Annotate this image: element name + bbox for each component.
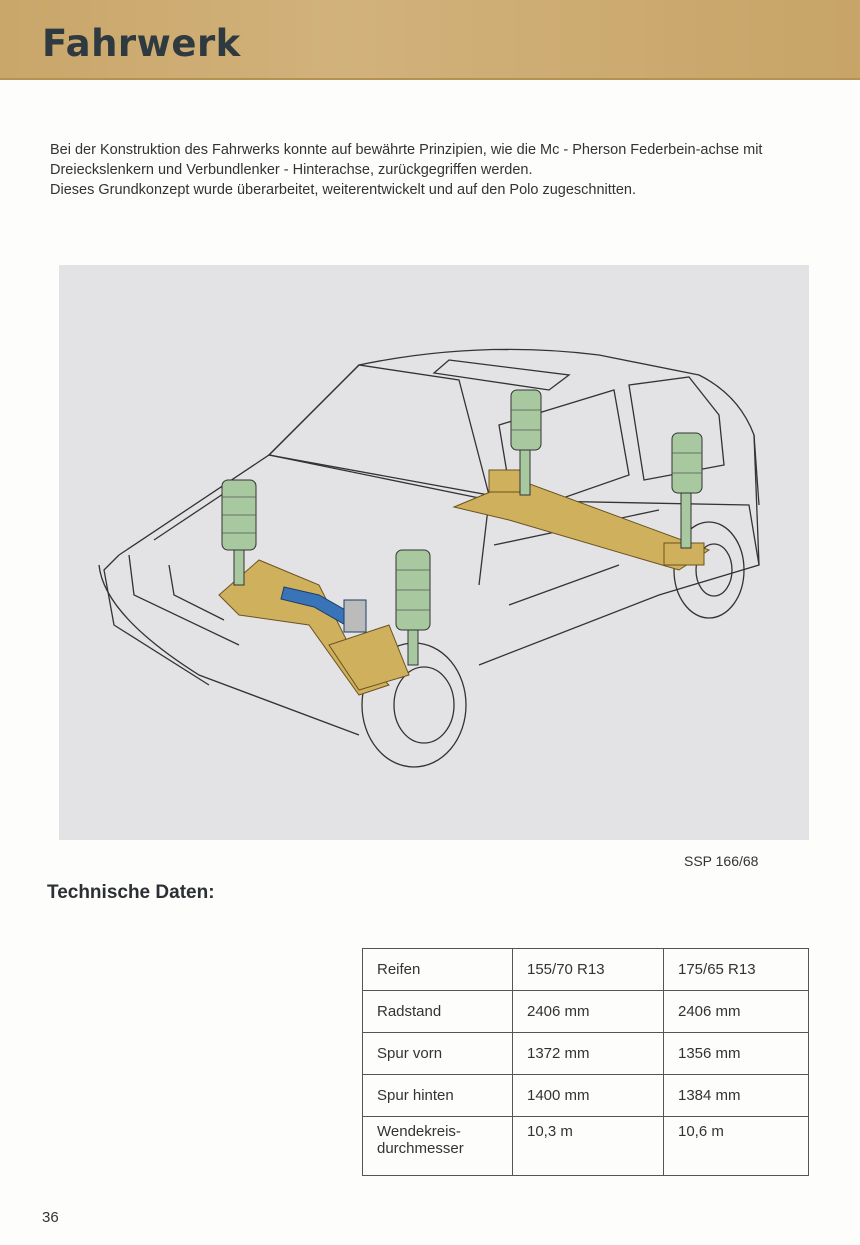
- table-row: Wendekreis-durchmesser 10,3 m 10,6 m: [362, 1116, 809, 1176]
- header-band: [0, 0, 860, 78]
- intro-paragraph-2: Dieses Grundkonzept wurde überarbeitet, …: [50, 182, 636, 198]
- value-a: 2406 mm: [512, 990, 664, 1033]
- rear-axle: [452, 469, 711, 571]
- table-row: Spur hinten 1400 mm 1384 mm: [362, 1074, 809, 1117]
- specs-table: Reifen 155/70 R13 175/65 R13 Radstand 24…: [362, 948, 809, 1176]
- value-b: 2406 mm: [663, 990, 809, 1033]
- table-row: Radstand 2406 mm 2406 mm: [362, 990, 809, 1033]
- car-body-outline: [98, 348, 760, 768]
- row-label: Spur vorn: [362, 1032, 513, 1075]
- value-b: 1356 mm: [663, 1032, 809, 1075]
- intro-text: Bei der Konstruktion des Fahrwerks konnt…: [50, 140, 810, 200]
- row-label: Spur hinten: [362, 1074, 513, 1117]
- front-subframe: [218, 559, 410, 696]
- value-a: 1400 mm: [512, 1074, 664, 1117]
- figure-caption: SSP 166/68: [684, 853, 759, 869]
- row-label: Reifen: [362, 948, 513, 991]
- page-number: 36: [42, 1209, 59, 1226]
- value-b: 175/65 R13: [663, 948, 809, 991]
- row-label: Radstand: [362, 990, 513, 1033]
- value-a: 155/70 R13: [512, 948, 664, 991]
- value-b: 1384 mm: [663, 1074, 809, 1117]
- value-a: 10,3 m: [512, 1116, 664, 1176]
- value-a: 1372 mm: [512, 1032, 664, 1075]
- value-b: 10,6 m: [663, 1116, 809, 1176]
- row-label: Wendekreis-durchmesser: [362, 1116, 513, 1176]
- spring-coils: [222, 409, 702, 611]
- chassis-illustration: [59, 265, 809, 840]
- page-title: Fahrwerk: [42, 22, 241, 65]
- table-row: Spur vorn 1372 mm 1356 mm: [362, 1032, 809, 1075]
- table-row: Reifen 155/70 R13 175/65 R13: [362, 948, 809, 991]
- car-chassis-drawing: [98, 348, 760, 768]
- header-divider: [0, 78, 860, 80]
- intro-paragraph-1: Bei der Konstruktion des Fahrwerks konnt…: [50, 142, 763, 178]
- steering-rack: [280, 586, 367, 633]
- section-title: Technische Daten:: [47, 882, 215, 903]
